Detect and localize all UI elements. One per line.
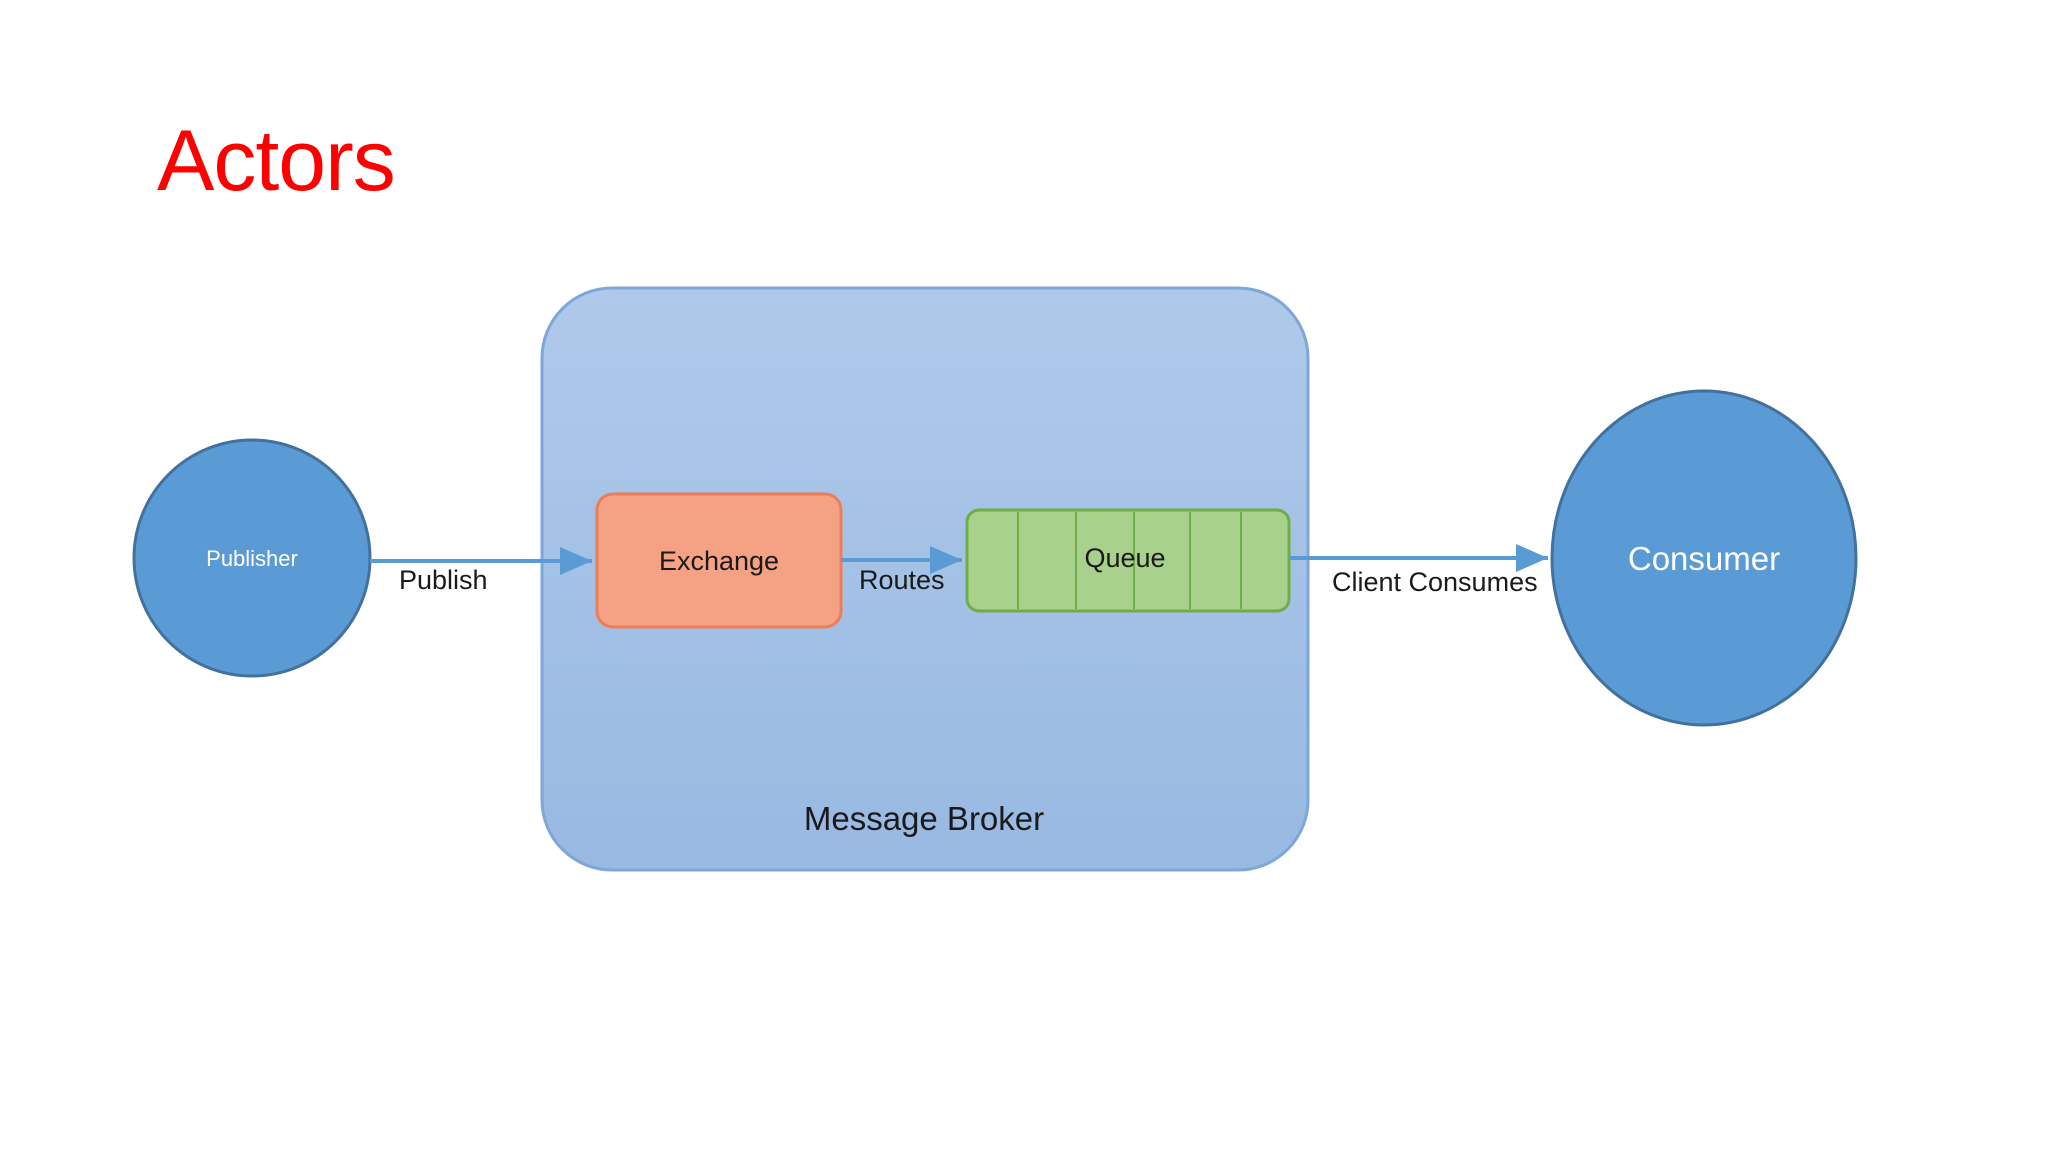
slide-title: Actors [157,113,396,209]
publisher-node [132,438,372,678]
exchange-label: Exchange [659,546,779,576]
queue-label: Queue [1084,543,1165,573]
message-broker-label: Message Broker [804,800,1044,837]
publish-label: Publish [399,565,488,595]
consumes-label: Client Consumes [1332,567,1538,597]
message-broker-box [540,286,1310,872]
routes-label: Routes [859,565,945,595]
publisher-label: Publisher [206,546,298,571]
consumer-label: Consumer [1628,540,1780,577]
consumer-node [1550,389,1858,727]
queue-box [965,508,1291,613]
